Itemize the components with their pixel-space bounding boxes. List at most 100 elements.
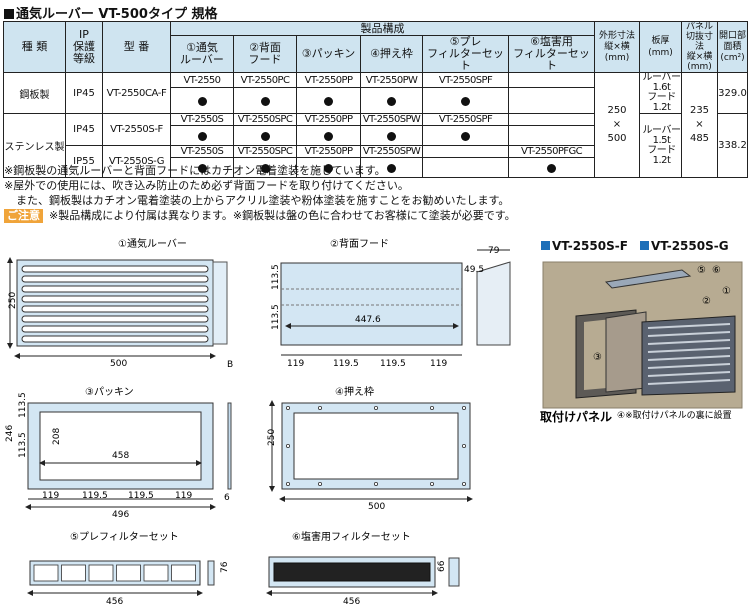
packing-drawing: ③パッキン 458 208 113.5 113.5 246 6 119 119.… [5,386,232,520]
frame-hole [317,481,322,486]
frame-height: 250 [267,429,277,446]
row2-dot-5 [422,125,509,146]
assembly-slat [647,347,731,353]
included-bullet-icon [324,132,333,141]
row1-dot-3 [296,87,361,114]
row3-part-6: VT-2550PFGC [508,145,595,158]
row2-kind: ステンレス製 [3,113,66,178]
caution-badge: ご注意 [4,209,43,223]
header-ip: IP 保護 等級 [65,21,103,73]
packing-inner-height: 208 [52,428,62,445]
louver-slat [21,315,209,323]
row1-kind: 鋼板製 [3,72,66,114]
header-part-6: ⑥塩害用 フィルターセット [508,35,595,73]
assembly-slat [647,339,731,345]
packing-thickness: 6 [224,493,230,503]
packing-dim-b: 113.5 [18,432,28,458]
row2-part-1: VT-2550S [170,113,234,126]
row1-dot-4 [360,87,423,114]
row3-part-3: VT-2550PP [296,145,361,158]
row2-part-3: VT-2550PP [296,113,361,126]
page-title: 通気ルーバー VT-500タイプ 規格 [4,3,217,22]
louver-title: ①通気ルーバー [118,237,187,250]
louver-slat [21,285,209,293]
marker-5: ⑤ [697,265,706,276]
row1-part-2: VT-2550PC [233,71,297,89]
row3-model: VT-2550S-G [102,145,171,178]
saltfilter-title: ⑥塩害用フィルターセット [292,530,411,543]
header-part-5: ⑤プレ フィルターセット [422,35,509,73]
assembly-label-f: VT-2550S-F [552,239,628,253]
note-1: ※鋼板製の通気ルーバーと背面フードにはカチオン電着塗装を施しています。 [4,164,386,177]
header-kind: 種 類 [3,21,66,73]
marker-1: ① [722,286,731,297]
row3-part-4: VT-2550SPW [360,145,423,158]
opening-stainless: 338.2 [717,113,748,178]
saltfilter-drawing: ⑥塩害用フィルターセット 66 456 [266,530,460,607]
assembly-slat [647,331,731,337]
caution-line: ご注意※製品構成により付属は異なります。※鋼板製は盤の色に合わせてお客様にて塗装… [4,209,516,223]
packing-title: ③パッキン [85,386,134,398]
row2-part-5: VT-2550SPF [422,113,509,126]
hood-dim-a: 113.5 [271,264,281,290]
hood-pitch-3: 119.5 [380,359,406,369]
included-bullet-icon [461,97,470,107]
prefilter-cell [116,564,141,582]
included-bullet-icon [197,97,207,107]
hood-pitch-2: 119.5 [333,359,359,369]
assembly-slat [647,379,731,385]
included-bullet-icon [197,132,207,141]
assembly-view: VT-2550S-F VT-2550S-G ⑤ ⑥ ① ② ③ 取付けパネル ④… [540,239,743,424]
frame-hole [285,443,290,448]
marker-2: ② [702,296,711,307]
row2-dot-2 [233,125,297,146]
row2-ip: IP45 [65,113,103,146]
panel-note: ④※取付けパネルの裏に設置 [617,409,732,421]
hood-drawing: ②背面フード 447.6 79 49.5 113.5 113.5 119 119… [271,237,511,369]
row1-part-6 [508,71,595,89]
row2-dot-4 [360,125,423,146]
thickness-stainless: ルーバー1.5t フード 1.2t [639,113,682,178]
prefilter-cell [33,564,59,582]
hood-depth: 79 [488,246,500,256]
frame-drawing: ④押え枠 250 500 [267,385,473,512]
louver-slat [21,305,209,313]
frame-width: 500 [368,502,385,512]
row2-part-2: VT-2550SPC [233,113,297,126]
packing-height: 246 [5,425,15,442]
included-bullet-icon [387,132,396,141]
marker-6: ⑥ [712,265,721,276]
row1-model: VT-2550CA-F [102,72,171,114]
included-bullet-icon [324,97,333,107]
frame-hole [285,481,290,486]
louver-width: 500 [110,359,127,369]
frame-hole [317,405,322,410]
thickness-steel: ルーバー1.6t フード 1.2t [639,72,682,114]
row2-part-4: VT-2550SPW [360,113,423,126]
louver-drawing: ①通気ルーバー 500 250 B [7,237,233,370]
frame-hole [429,481,434,486]
frame-hole [429,405,434,410]
row1-part-1: VT-2550 [170,71,234,89]
included-bullet-icon [197,164,207,173]
prefilter-width: 456 [106,597,123,607]
row2-dot-1 [170,125,234,146]
frame-hole [461,481,466,486]
prefilter-drawing: ⑤プレフィルターセット 76 456 [27,531,230,607]
frame-hole [373,481,378,486]
included-bullet-icon [461,132,470,141]
row1-part-3: VT-2550PP [296,71,361,89]
spec-table: 種 類 IP 保護 等級 型 番 製品構成 外形寸法 縦×横 (mm) 板厚 (… [3,21,748,178]
packing-pitch-4: 119 [175,491,192,501]
saltfilter-width: 456 [343,597,360,607]
row1-dot-2 [233,87,297,114]
outer-size: 250 × 500 [594,72,640,178]
row1-part-5: VT-2550SPF [422,71,509,89]
panel-label: 取付けパネル [540,409,612,424]
prefilter-title: ⑤プレフィルターセット [70,531,179,543]
prefilter-cell [171,564,196,582]
prefilter-cell [143,564,169,582]
hood-pitch-1: 119 [287,359,304,369]
frame-hole [373,405,378,410]
assembly-label-g: VT-2550S-G [651,239,729,253]
